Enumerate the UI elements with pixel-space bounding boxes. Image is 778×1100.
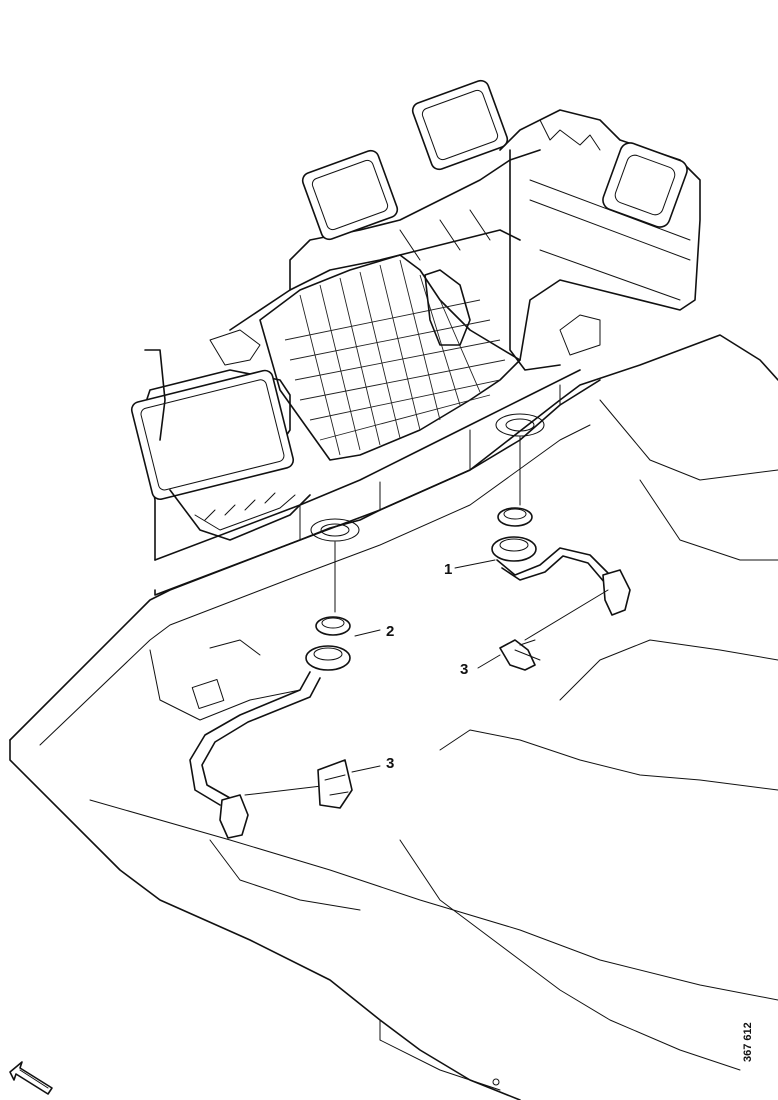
floor-panel [9,334,778,1100]
clip-3-lower [317,759,381,809]
callout-3-upper: 3 [460,661,469,678]
clip-3-upper [477,639,541,671]
reference-code: 367 612 [742,1022,754,1062]
net-pocket [259,254,521,461]
callout-1: 1 [444,561,453,578]
callout-2: 2 [386,623,395,640]
console-assembly [130,79,701,561]
callout-3-lower: 3 [386,755,395,772]
component-2 [189,541,381,839]
component-1 [454,436,631,641]
direction-arrow-icon [9,1061,53,1095]
